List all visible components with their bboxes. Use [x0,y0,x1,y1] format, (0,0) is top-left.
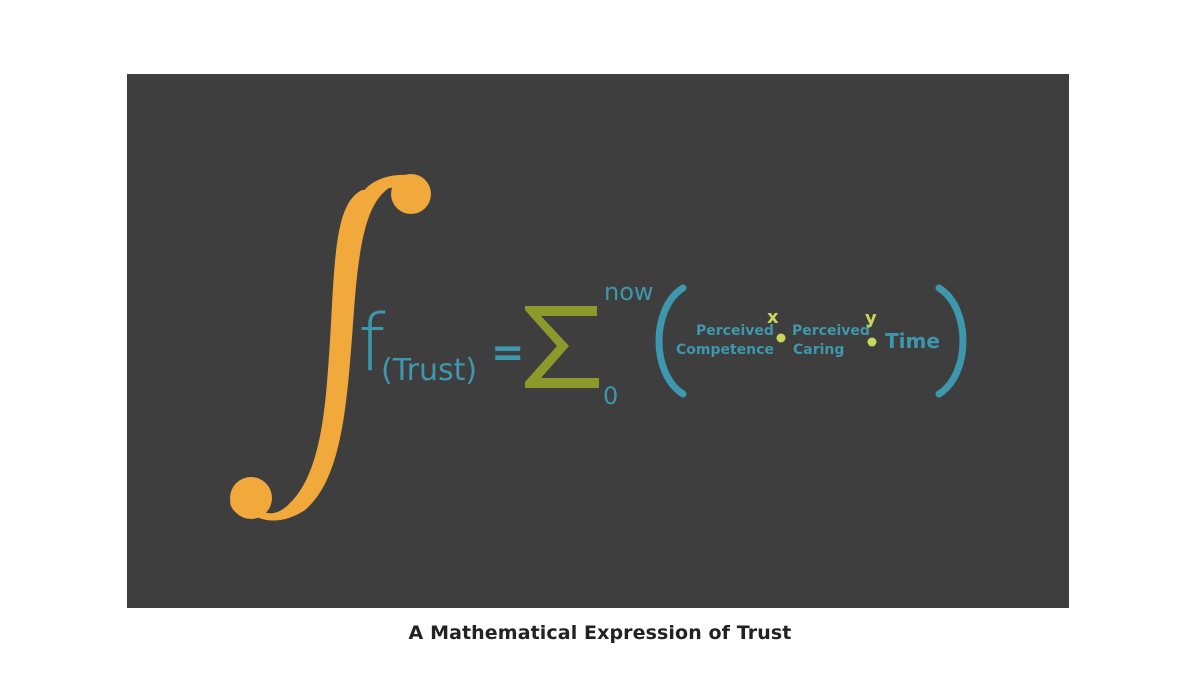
formula-graphic: f (Trust) = now 0 Perceived Competence x… [230,174,967,521]
term2-line2: Caring [793,342,844,358]
left-parenthesis [655,284,687,398]
term1-line2: Competence [676,342,774,358]
integral-stroke [255,188,389,521]
term3-time: Time [885,329,940,353]
sum-lower-limit: 0 [603,382,618,410]
formula-panel: f (Trust) = now 0 Perceived Competence x… [127,74,1069,608]
equals-sign: = [491,330,525,376]
multiply-dot-1 [776,333,786,343]
term2-line1: Perceived [792,323,870,339]
figure-caption: A Mathematical Expression of Trust [408,622,792,644]
integral-top-join [363,174,407,198]
multiply-dot-2 [867,337,877,347]
exponent-x: x [767,307,779,328]
sum-upper-limit: now [604,278,654,306]
summation-sigma [525,306,599,388]
integral-bottom-join [230,502,259,518]
exponent-y: y [865,308,877,329]
function-argument: (Trust) [381,353,477,388]
right-parenthesis [935,284,967,398]
integral-sign [230,174,431,521]
function-letter: f [358,299,386,389]
term1-line1: Perceived [696,323,774,339]
